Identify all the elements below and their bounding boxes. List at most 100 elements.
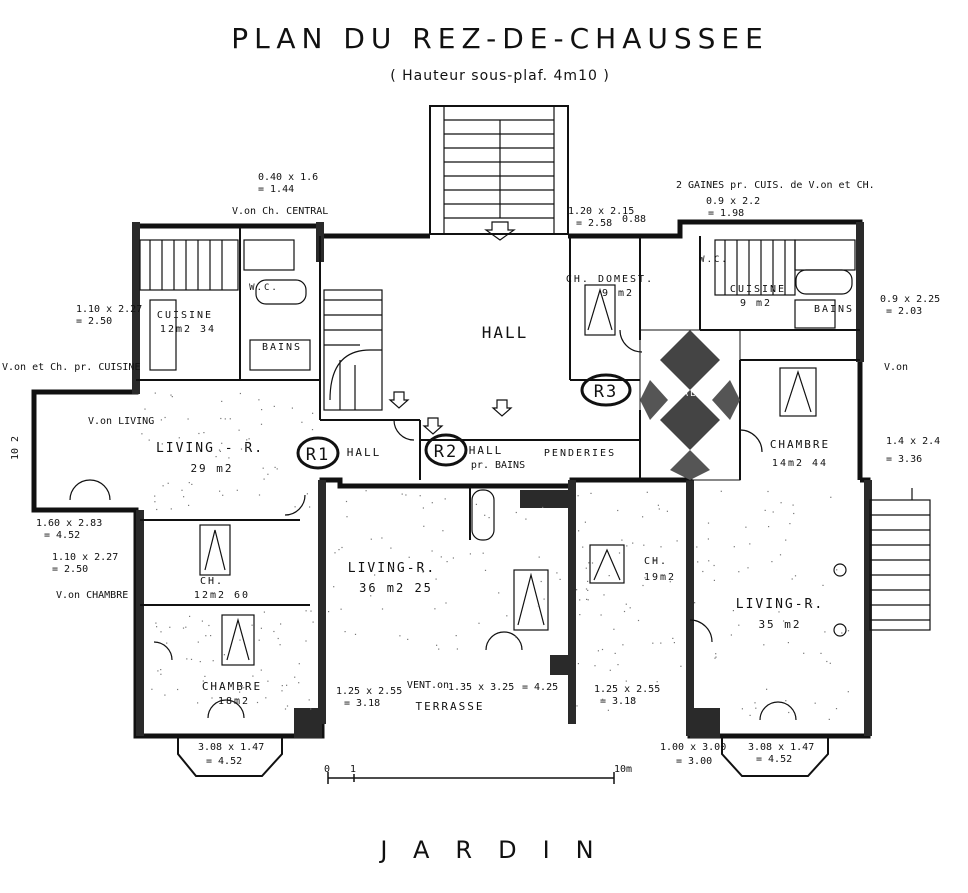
scan-speck [365,490,367,492]
scan-speck [390,547,392,549]
scan-speck [841,632,843,634]
scan-speck [666,510,668,512]
room-living-left: LIVING - R. [156,441,264,456]
note-n15: 0.88 [622,214,646,225]
scan-speck [171,396,173,398]
room-hall-right: HALL [675,389,705,399]
scan-speck [399,635,401,637]
scan-speck [622,644,624,646]
room-cuisine-left: CUISINE [157,310,213,321]
scan-speck [221,442,223,444]
scan-speck [248,438,250,440]
room-living-right: LIVING-R. [736,597,824,612]
arrow-down-icon [422,417,444,435]
scan-speck [749,543,751,545]
scan-speck [749,714,751,716]
note-n1: 0.40 x 1.6 [258,172,318,183]
scan-speck [791,578,793,580]
note-n12: 1.00 x 3.00 [660,742,726,753]
scale-tick-10m: 10m [614,764,632,775]
room-bains-right: BAINS [814,304,854,315]
scan-speck [256,701,259,704]
scan-speck [657,504,659,506]
scan-speck [540,580,542,583]
scan-speck [298,663,300,665]
scan-speck [779,554,782,556]
scan-speck [167,482,169,484]
scan-speck [475,503,477,505]
scan-speck [484,569,487,571]
scan-speck [164,416,166,419]
scan-speck [154,495,156,497]
scan-speck [601,648,604,651]
scan-speck [697,561,699,563]
scale-tick-0: 0 [324,764,330,775]
scan-speck [187,418,189,420]
garden-label: JARDIN [378,836,619,864]
scan-speck [157,670,159,672]
scan-speck [221,400,223,402]
scan-speck [188,482,190,484]
scan-speck [847,691,849,693]
scan-speck [456,648,458,650]
note-n6-value: = 2.50 [52,564,88,575]
scan-speck [305,640,307,642]
scan-speck [224,418,226,420]
scan-speck [537,605,539,607]
scan-speck [408,556,410,558]
scan-speck [588,562,590,564]
scan-speck [713,564,715,567]
room-living-mid-area: 36 m2 25 [359,581,433,595]
note-n18-value: = 2.03 [886,306,922,317]
scan-speck [182,627,185,629]
scan-speck [658,508,660,510]
scan-speck [676,540,678,542]
scan-speck [525,518,527,520]
scan-speck [239,691,241,693]
scan-speck [186,658,188,660]
room-ch-domest-area: 9 m2 [602,288,634,299]
scan-speck [637,619,640,622]
scan-speck [161,443,163,445]
note-n1-value: = 1.44 [258,184,294,195]
scan-speck [707,538,709,540]
scan-speck [754,702,756,704]
scan-speck [189,615,191,617]
note-n1-caption: V.on Ch. CENTRAL [232,206,328,217]
scan-speck [733,546,735,548]
scan-speck [720,490,722,492]
scan-speck [435,578,437,580]
flow-arrows [388,391,513,435]
scan-speck [160,673,162,675]
scan-speck [181,489,183,491]
scan-speck [239,392,241,395]
scan-speck [188,504,190,506]
scan-speck [169,626,171,628]
scan-speck [767,490,769,493]
scan-speck [445,602,447,604]
scan-speck [442,530,444,532]
note-n19: 1.4 x 2.4 [886,436,940,447]
scan-speck [183,496,185,498]
scan-speck [258,639,260,641]
scan-speck [286,705,289,707]
scan-speck [436,644,438,646]
scan-speck [334,552,336,554]
note-n13: 3.08 x 1.47 [748,742,814,753]
reference-markers: R1 R2 R3 [296,373,632,470]
scan-speck [597,650,599,652]
note-n10: 1.25 x 2.55 [594,684,660,695]
scan-noise [141,392,850,720]
scan-speck [714,657,716,659]
scan-speck [642,516,644,518]
scan-speck [354,633,357,635]
scan-speck [294,676,296,678]
scan-speck [625,603,627,605]
note-n20: V.on [884,362,908,373]
right-kitchen-fixtures [714,239,856,329]
room-hall-main: HALL [482,323,529,342]
scan-speck [766,688,768,690]
scan-speck [198,432,200,435]
scan-speck [763,644,765,646]
